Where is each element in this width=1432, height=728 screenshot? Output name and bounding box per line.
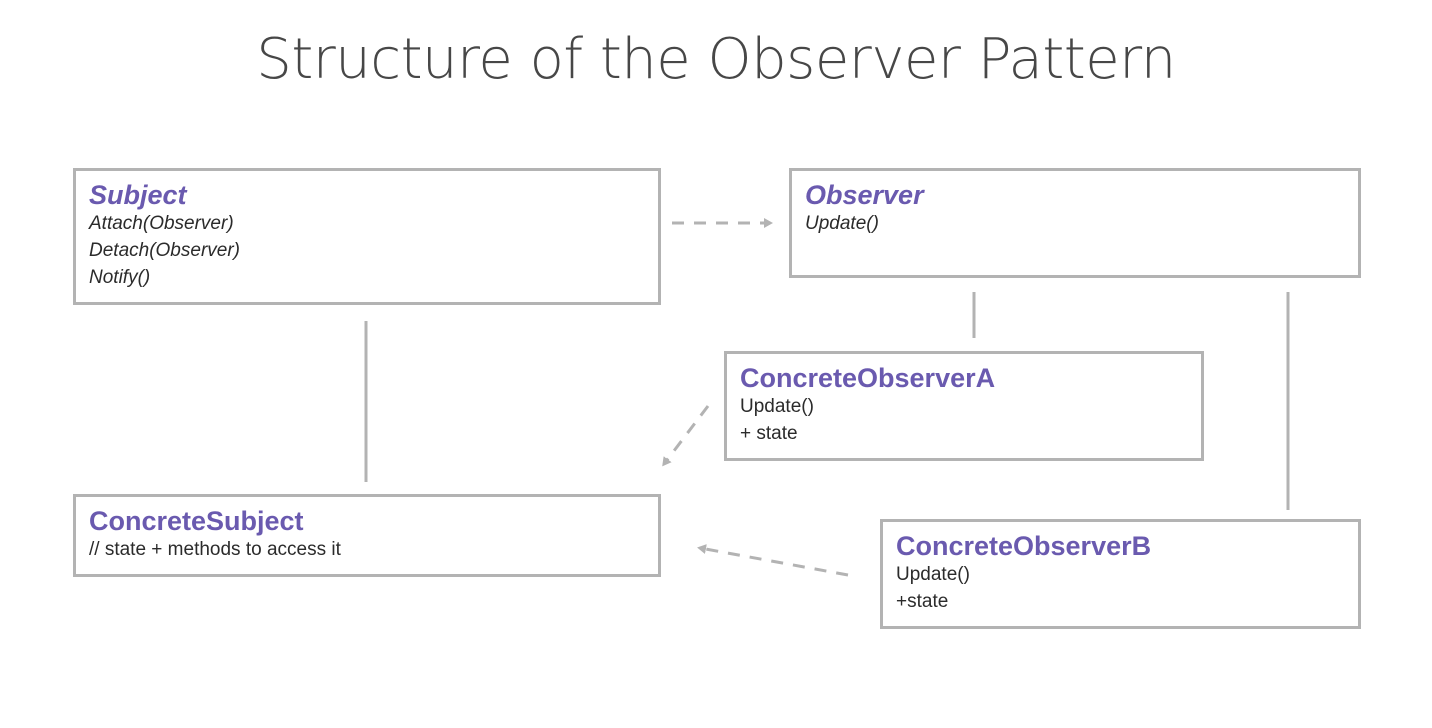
concrete-observer-b-class-name: ConcreteObserverB [896, 531, 1152, 561]
concrete-observer-b-state-field: +state [896, 591, 949, 612]
concrete-subject-class-name: ConcreteSubject [89, 506, 304, 536]
subject-class-name: Subject [89, 180, 187, 210]
observer-class-box: Observer Update() [789, 168, 1361, 278]
concrete-observer-b-class-box: ConcreteObserverB Update() +state [880, 519, 1361, 629]
diagram-title: Structure of the Observer Pattern [256, 27, 1176, 92]
concrete-observer-a-class-box: ConcreteObserverA Update() + state [724, 351, 1204, 461]
concrete-subject-state-comment: // state + methods to access it [89, 539, 341, 560]
concrete-observer-a-class-name: ConcreteObserverA [740, 363, 996, 393]
subject-detach-method: Detach(Observer) [89, 240, 240, 261]
concrete-observer-b-update-method: Update() [896, 564, 970, 585]
concrete-observer-a-state-field: + state [740, 423, 798, 444]
concrete-observer-a-update-method: Update() [740, 396, 814, 417]
subject-class-box: Subject Attach(Observer) Detach(Observer… [73, 168, 661, 305]
observer-class-name: Observer [805, 180, 924, 210]
observer-update-method: Update() [805, 213, 879, 234]
concrete-observer-b-to-concrete-subject-dependency [697, 544, 849, 577]
concrete-subject-class-box: ConcreteSubject // state + methods to ac… [73, 494, 661, 577]
subject-attach-method: Attach(Observer) [89, 213, 234, 234]
concrete-observer-a-to-concrete-subject-dependency [662, 405, 710, 467]
subject-notify-method: Notify() [89, 267, 151, 288]
